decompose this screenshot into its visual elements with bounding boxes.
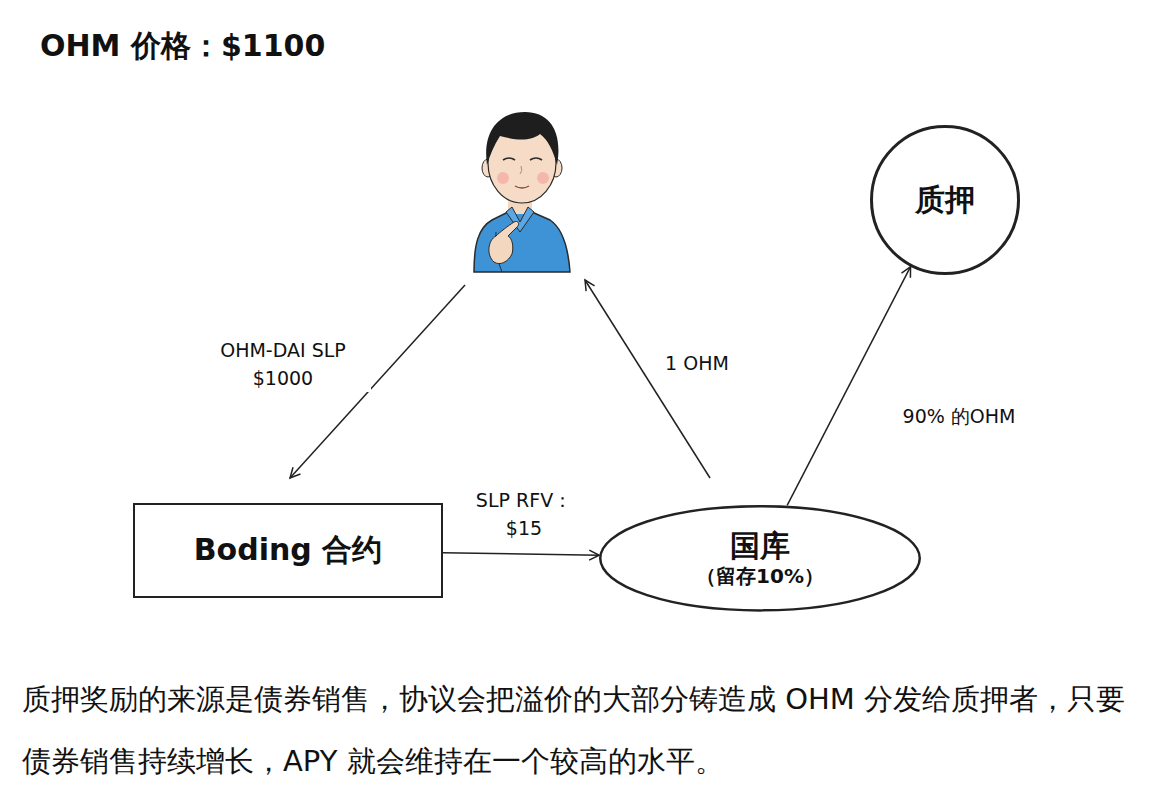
diagram-caption: 质押奖励的来源是债券销售，协议会把溢价的大部分铸造成 OHM 分发给质押者，只要…: [22, 668, 1138, 792]
node-title: Boding 合约: [194, 531, 383, 569]
diagram-title: OHM 价格：$1100: [40, 26, 325, 67]
ellipse-node: 国库（留存10%）: [599, 505, 921, 612]
boy-illustration: [474, 112, 570, 272]
node-title: 质押: [915, 181, 975, 219]
flow-arrow: [443, 553, 599, 556]
flow-label: OHM-DAI SLP $1000: [195, 336, 371, 392]
node-note: （留存10%）: [696, 564, 824, 589]
circle-node: 质押: [870, 125, 1020, 275]
transfer-arrow: [585, 280, 710, 478]
flow-arrow: [787, 267, 910, 506]
edge-label: 90% 的OHM: [886, 402, 1032, 430]
edge-label: SLP RFV： $15: [456, 486, 592, 542]
flow-label: 1 OHM: [649, 349, 745, 377]
node-title: 国库: [730, 527, 790, 565]
process-box: Boding 合约: [133, 503, 443, 598]
